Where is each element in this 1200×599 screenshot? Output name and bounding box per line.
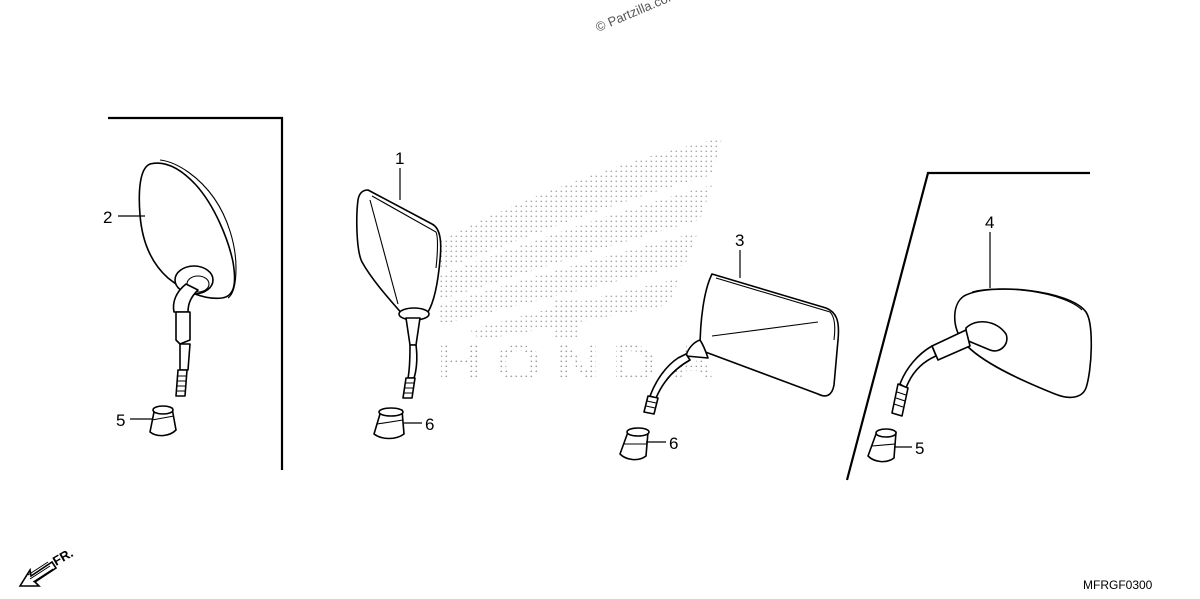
mirror-part-1 (356, 189, 442, 399)
mirror-part-4 (891, 288, 1093, 417)
nut-part-5-right (867, 428, 897, 463)
callout-6-left[interactable]: 6 (425, 415, 434, 434)
callout-2[interactable]: 2 (103, 208, 112, 227)
mirror-part-2 (138, 159, 237, 397)
honda-wing-watermark-icon (440, 138, 722, 340)
callout-4[interactable]: 4 (985, 213, 994, 232)
nut-part-5-left (149, 405, 177, 437)
right-group-frame (845, 171, 1090, 481)
nut-part-6-left (373, 407, 405, 440)
callout-6-right[interactable]: 6 (669, 434, 678, 453)
callout-5-left[interactable]: 5 (116, 411, 125, 430)
diagram-code: MFRGF0300 (1083, 578, 1153, 592)
callout-3[interactable]: 3 (735, 231, 744, 250)
callout-5-right[interactable]: 5 (915, 439, 924, 458)
copyright-watermark: © Partzilla.com (593, 0, 680, 35)
mirror-part-3 (643, 273, 840, 415)
front-arrow-icon (18, 560, 58, 587)
nut-part-6-right (619, 427, 650, 461)
callout-1[interactable]: 1 (395, 149, 404, 168)
left-group-frame (108, 116, 284, 470)
